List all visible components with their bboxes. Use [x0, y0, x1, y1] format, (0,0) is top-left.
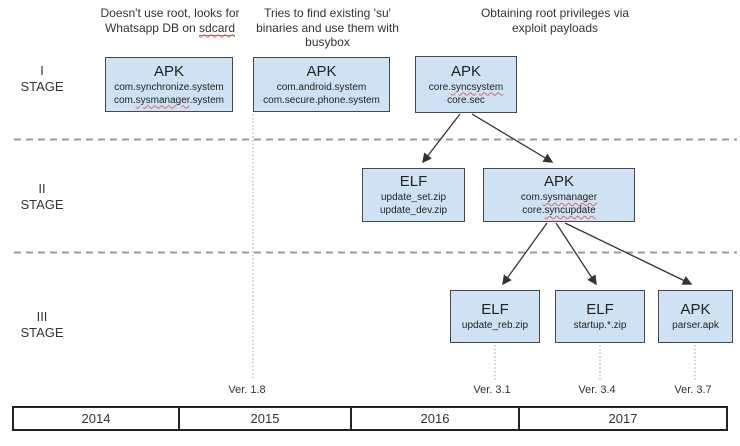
node-title: APK — [543, 173, 574, 190]
node-title: APK — [306, 62, 337, 80]
node-file: update_dev.zip — [379, 205, 448, 216]
node-elf-update-reb: ELF update_reb.zip — [450, 290, 540, 343]
misspelled-word: syncsystem — [451, 81, 504, 93]
node-elf-update-set: ELF update_set.zip update_dev.zip — [362, 168, 465, 222]
node-file: parser.apk — [672, 320, 719, 331]
timeline-year-2016: 2016 — [352, 408, 520, 429]
version-label-3-1: Ver. 3.1 — [473, 384, 511, 396]
node-package: com.android.system — [276, 81, 367, 93]
timeline-year-2017: 2017 — [608, 411, 638, 426]
annotation-stage1-right: Obtaining root privileges via exploit pa… — [455, 6, 655, 35]
node-apk-sysmanager: APK com.sysmanager core.syncupdate — [483, 168, 635, 222]
node-apk-syncsystem: APK core.syncsystem core.sec — [415, 56, 517, 113]
misspelled-word: sysmanager — [542, 192, 598, 203]
stage-1-label: I STAGE — [20, 63, 64, 94]
arrow-apk3-to-elf2 — [422, 113, 461, 164]
node-title: ELF — [399, 173, 428, 190]
misspelled-word: syncupdate — [544, 205, 596, 216]
arrow-apk2-to-apk-parser — [564, 222, 693, 285]
timeline-year-2014: 2014 — [14, 408, 180, 429]
arrow-apk2-to-elf-startup — [555, 222, 597, 286]
misspelled-word: sysmanager — [135, 94, 190, 106]
node-package: com.sysmanager.system — [113, 94, 225, 106]
arrow-apk3-to-apk2 — [471, 113, 554, 163]
annotation-line: busybox — [305, 35, 350, 49]
node-title: APK — [450, 62, 481, 80]
annotation-line: binaries and use them with — [256, 20, 399, 35]
node-file: startup.*.zip — [573, 320, 627, 331]
version-label-3-4: Ver. 3.4 — [578, 384, 616, 396]
node-package: com.sysmanager — [520, 192, 598, 203]
node-package: core.syncupdate — [522, 205, 596, 216]
version-label-1-8: Ver. 1.8 — [228, 384, 266, 396]
timeline: 2014 2015 2016 2017 — [12, 406, 728, 431]
annotation-line: Doesn't use root, looks for — [100, 6, 240, 20]
timeline-year-2015: 2015 — [180, 408, 352, 429]
node-file: update_reb.zip — [461, 320, 529, 331]
node-apk-synchronize: APK com.synchronize.system com.sysmanage… — [105, 57, 233, 112]
node-apk-parser: APK parser.apk — [658, 290, 733, 343]
arrow-apk2-to-elf-reb — [502, 222, 548, 286]
annotation-stage1-left: Doesn't use root, looks for Whatsapp DB … — [70, 6, 270, 36]
node-package: com.synchronize.system — [114, 81, 224, 93]
node-title: APK — [680, 301, 711, 318]
node-package: core.syncsystem — [428, 81, 504, 93]
annotation-line: Tries to find existing 'su' — [264, 6, 391, 20]
misspelled-word: sdcard — [199, 20, 236, 36]
node-title: ELF — [481, 301, 509, 318]
stage-2-label: II STAGE — [20, 181, 64, 212]
node-title: APK — [153, 62, 184, 80]
node-apk-android-system: APK com.android.system com.secure.phone.… — [253, 57, 390, 112]
node-elf-startup: ELF startup.*.zip — [555, 290, 645, 343]
version-label-3-7: Ver. 3.7 — [674, 384, 712, 396]
annotation-line: Whatsapp DB on sdcard — [104, 20, 236, 36]
stage-3-label: III STAGE — [20, 309, 64, 340]
node-title: ELF — [586, 301, 614, 318]
annotation-stage1-middle: Tries to find existing 'su' binaries and… — [235, 6, 420, 50]
node-package: core.sec — [447, 94, 485, 106]
node-package: com.secure.phone.system — [263, 94, 380, 106]
node-file: update_set.zip — [380, 192, 447, 203]
annotation-line: exploit payloads — [511, 20, 599, 35]
annotation-line: Obtaining root privileges via — [480, 6, 630, 20]
